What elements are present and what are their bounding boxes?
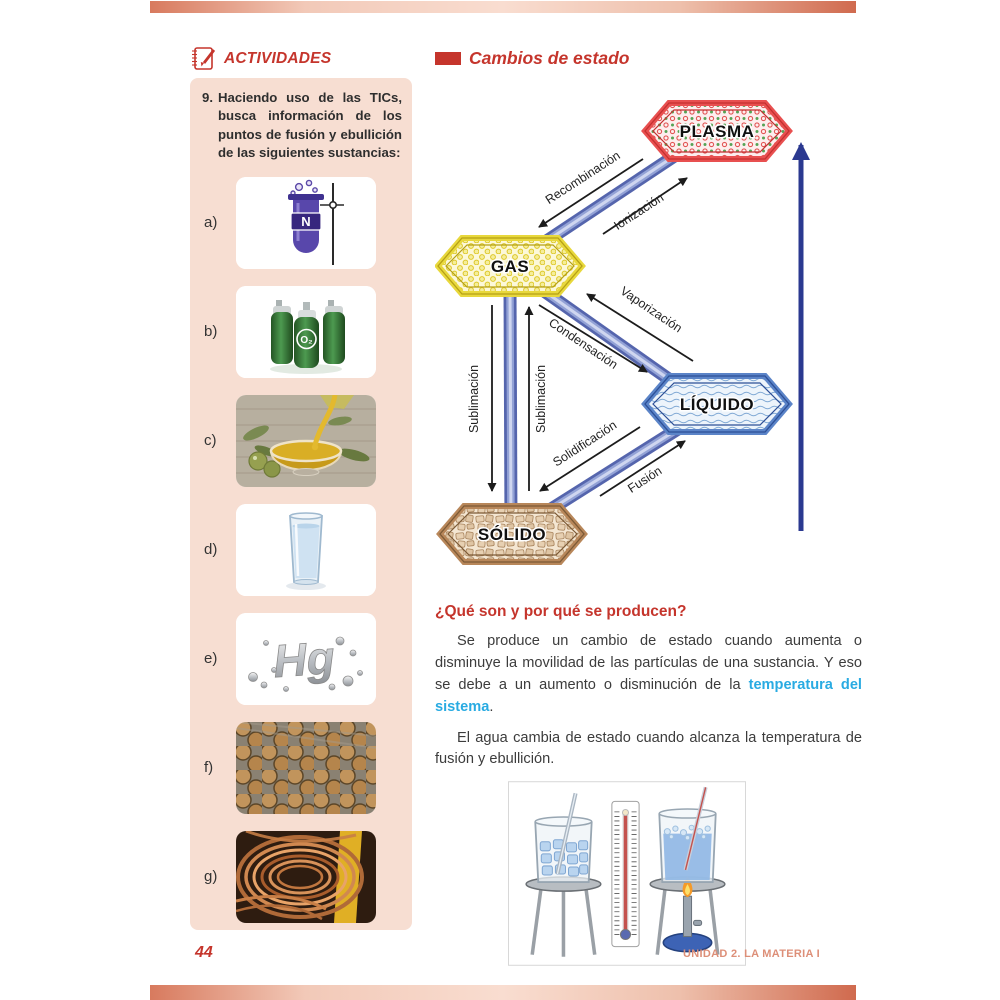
activities-header: ACTIVIDADES [191, 46, 412, 71]
list-item-d: d) [202, 503, 402, 596]
thermometer [611, 801, 640, 948]
list-item-f: f) [202, 721, 402, 814]
bottom-decorative-band [150, 985, 856, 1000]
oxygen-caption: O₂ [300, 335, 312, 346]
paragraph-1-end: . [489, 698, 494, 715]
item-label: a) [204, 214, 218, 232]
condensacion-arrow [538, 304, 648, 373]
paragraph-1-highlight: temperatura del sistema [435, 676, 862, 715]
steel-rods-image [236, 721, 376, 814]
recombinacion-arrow [538, 158, 644, 228]
list-item-c: c) [202, 394, 402, 487]
mercury-image: Hg [236, 612, 376, 705]
paragraph-1: Se produce un cambio de estado cuando au… [435, 631, 862, 719]
list-item-e: e) Hg [202, 612, 402, 705]
activities-title: ACTIVIDADES [224, 49, 332, 67]
page-number: 44 [195, 944, 213, 961]
oxygen-cylinders-image: O₂ [236, 285, 376, 378]
right-tripod [655, 886, 720, 956]
paragraph-1-text: Se produce un cambio de estado cuando au… [435, 633, 862, 693]
left-tripod [530, 886, 597, 958]
ice-beaker [534, 793, 593, 884]
ionizacion-arrow [602, 177, 688, 235]
glass-of-water-image [236, 503, 376, 596]
section-title: Cambios de estado [469, 48, 630, 68]
mercury-caption: Hg [272, 631, 337, 687]
solido-label: SÓLIDO [478, 525, 546, 544]
top-decorative-band [150, 1, 856, 13]
activities-sidebar: ACTIVIDADES 9. Haciendo uso de las TICs,… [190, 46, 412, 930]
nitrogen-caption: N [301, 214, 310, 229]
state-gas: GAS [434, 235, 586, 297]
item-label: g) [204, 868, 218, 886]
item-label: b) [204, 323, 218, 341]
state-liquido: LÍQUIDO [641, 373, 793, 435]
list-item-b: b) [202, 285, 402, 378]
fusion-label: Fusión [625, 464, 664, 496]
state-change-diagram: PLASMA GAS LÍQUIDO SÓLIDO [434, 100, 810, 565]
question-heading: ¿Qué son y por qué se producen? [435, 603, 687, 620]
olive-oil-image [236, 394, 376, 487]
item-label: f) [204, 759, 214, 777]
fusion-arrow [599, 440, 686, 497]
item-label: c) [204, 432, 217, 450]
exercise-9: 9. Haciendo uso de las TICs, busca infor… [202, 89, 402, 163]
liquido-label: LÍQUIDO [680, 395, 754, 414]
unit-label: UNIDAD 2. LA MATERIA I [683, 948, 820, 960]
solidificacion-arrow [539, 426, 641, 492]
exercise-text: Haciendo uso de las TICs, busca informac… [218, 90, 402, 161]
sublimacion-down-label: Sublimación [467, 365, 481, 433]
item-label: e) [204, 650, 218, 668]
state-plasma: PLASMA [641, 100, 793, 162]
section-title-row: Cambios de estado [435, 48, 862, 69]
list-item-g: g) [202, 830, 402, 923]
melting-boiling-figure [508, 781, 746, 967]
paragraph-2: El agua cambia de estado cuando alcanza … [435, 729, 862, 768]
notebook-pencil-icon [192, 47, 216, 70]
transition-arrows [487, 158, 694, 497]
main-column: Cambios de estado [434, 48, 862, 967]
nitrogen-test-tube-image: N [236, 176, 376, 269]
gas-label: GAS [491, 257, 529, 276]
activities-panel: 9. Haciendo uso de las TICs, busca infor… [190, 78, 412, 930]
copper-wire-image [236, 830, 376, 923]
exercise-number: 9. [202, 90, 213, 105]
item-label: d) [204, 541, 218, 559]
list-item-a: a) N [202, 176, 402, 269]
plasma-label: PLASMA [680, 122, 755, 141]
state-solido: SÓLIDO [436, 503, 588, 565]
ribbon-gas-solido [503, 288, 518, 528]
vaporizacion-arrow [586, 293, 694, 362]
sublimacion-up-label: Sublimación [534, 365, 548, 433]
vaporizacion-label: Vaporización [618, 284, 685, 336]
boiling-beaker [658, 787, 717, 884]
red-square-bullet [435, 52, 461, 65]
